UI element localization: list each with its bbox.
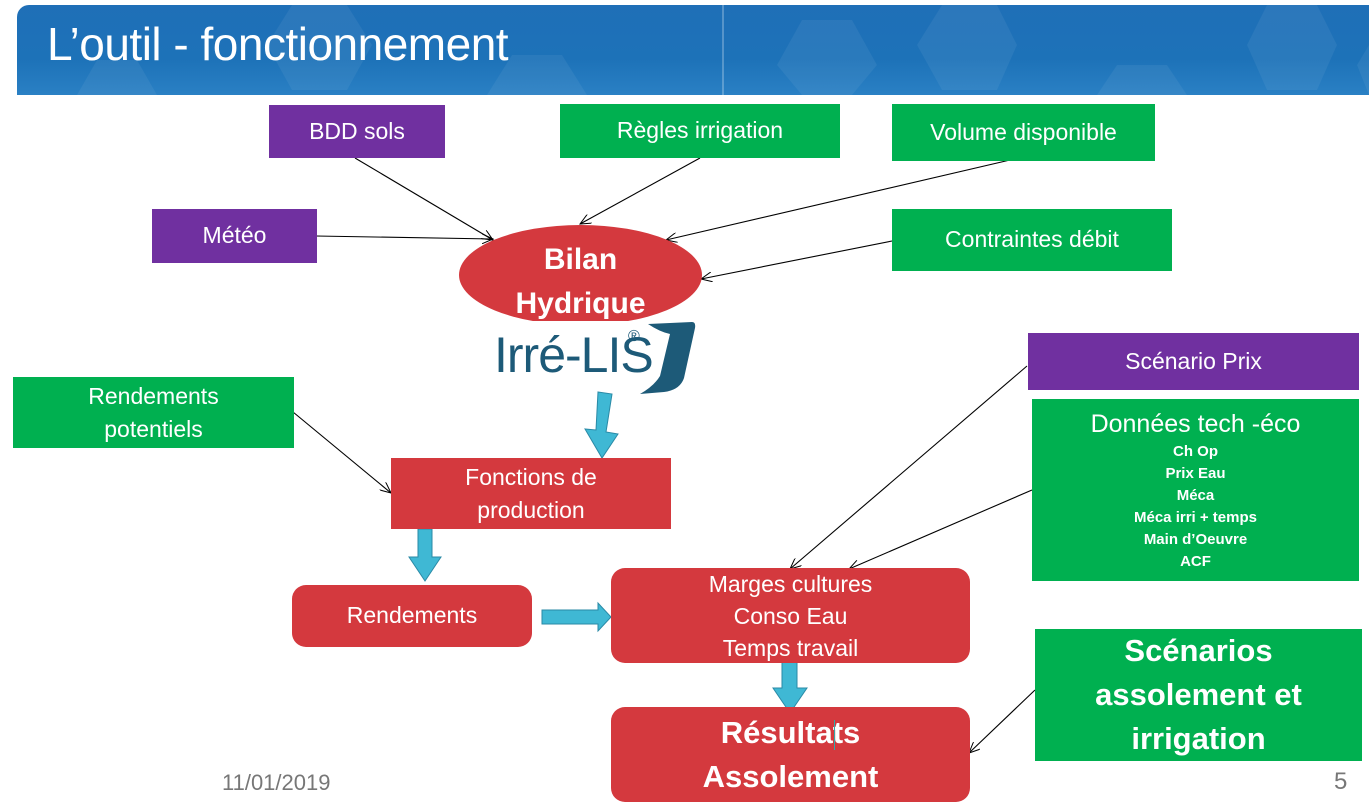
node-scenario-prix: Scénario Prix	[1028, 333, 1359, 390]
arrow-scenprix-to-marges	[790, 365, 1028, 569]
donnees-title: Données tech -éco	[1090, 410, 1301, 438]
marges-line3: Temps travail	[722, 635, 859, 661]
node-meteo: Météo	[152, 209, 317, 263]
marges-line1: Marges cultures	[708, 571, 873, 597]
arrow-contraintes-to-bilan	[701, 240, 893, 279]
node-scenarios-assolement: Scénarios assolement et irrigation	[1035, 629, 1362, 761]
node-bdd-sols-label: BDD sols	[309, 117, 405, 144]
donnees-items: Ch Op Prix Eau Méca Méca irri + temps Ma…	[1134, 441, 1257, 573]
arrow-donnees-to-marges	[849, 489, 1033, 569]
resultats-line2: Assolement	[702, 758, 879, 794]
node-marges: Marges cultures Conso Eau Temps travail	[611, 568, 970, 663]
node-bilan-hydrique	[459, 225, 702, 321]
donnees-item: Méca	[1176, 487, 1215, 504]
node-bdd-sols: BDD sols	[269, 105, 445, 158]
node-scenario-prix-label: Scénario Prix	[1125, 347, 1262, 374]
node-contraintes-debit: Contraintes débit	[892, 209, 1172, 271]
donnees-item: Prix Eau	[1165, 465, 1226, 482]
flow-arrow-logo-to-fonctions	[584, 391, 619, 459]
header-divider	[722, 5, 724, 95]
irre-lis-logo: Irré-LIS ®	[490, 320, 700, 394]
slide-header: L’outil - fonctionnement	[17, 5, 1369, 95]
flow-arrow-rendements-to-marges	[541, 601, 612, 633]
donnees-item: Méca irri + temps	[1134, 509, 1257, 526]
donnees-item: Main d’Oeuvre	[1143, 531, 1248, 548]
slide-title: L’outil - fonctionnement	[47, 18, 509, 70]
bilan-line1: Bilan	[543, 243, 618, 276]
node-resultats-assolement: Résultats Assolement	[611, 707, 970, 802]
arrow-scenarios-to-resultats	[969, 689, 1036, 753]
arrow-regles-to-bilan	[580, 157, 701, 224]
rendpot-line1: Rendements	[88, 382, 219, 409]
node-volume-disponible: Volume disponible	[892, 104, 1155, 161]
node-regles-irrigation-label: Règles irrigation	[616, 117, 784, 144]
bilan-line2: Hydrique	[515, 287, 646, 320]
rendpot-line2: potentiels	[104, 415, 203, 442]
marges-line2: Conso Eau	[733, 603, 848, 629]
node-rendements: Rendements	[292, 585, 532, 647]
node-bilan-hydrique-label: Bilan Hydrique	[459, 238, 702, 326]
hexagon-pattern	[77, 5, 1369, 95]
node-volume-disponible-label: Volume disponible	[930, 118, 1117, 145]
registered-mark-icon: ®	[628, 328, 640, 345]
text-cursor	[834, 720, 835, 750]
node-contraintes-debit-label: Contraintes débit	[945, 226, 1119, 253]
logo-text: Irré-LIS	[494, 327, 654, 383]
slide-date: 11/01/2019	[222, 770, 331, 795]
donnees-item: ACF	[1180, 553, 1211, 570]
node-meteo-label: Météo	[202, 222, 267, 249]
resultats-line1: Résultats	[720, 714, 861, 750]
scenarios-line2: assolement et	[1095, 677, 1302, 712]
node-fonctions-production: Fonctions de production	[391, 458, 671, 529]
fonctions-line2: production	[477, 496, 585, 523]
scenarios-line3: irrigation	[1131, 721, 1266, 756]
fonctions-line1: Fonctions de	[465, 463, 597, 490]
flow-arrow-marges-to-resultats	[772, 661, 808, 714]
flow-arrow-fonctions-to-rendements	[408, 528, 442, 582]
node-rendements-label: Rendements	[346, 602, 478, 629]
logo-swoosh-icon	[640, 322, 696, 394]
node-rendements-potentiels: Rendements potentiels	[13, 377, 294, 448]
donnees-item: Ch Op	[1172, 443, 1218, 460]
node-donnees-tech-eco: Données tech -éco Ch Op Prix Eau Méca Mé…	[1032, 399, 1359, 581]
arrow-rendpot-to-fonctions	[292, 411, 391, 493]
slide-page-number: 5	[1334, 768, 1348, 795]
node-regles-irrigation: Règles irrigation	[560, 104, 840, 158]
scenarios-line1: Scénarios	[1124, 633, 1273, 668]
